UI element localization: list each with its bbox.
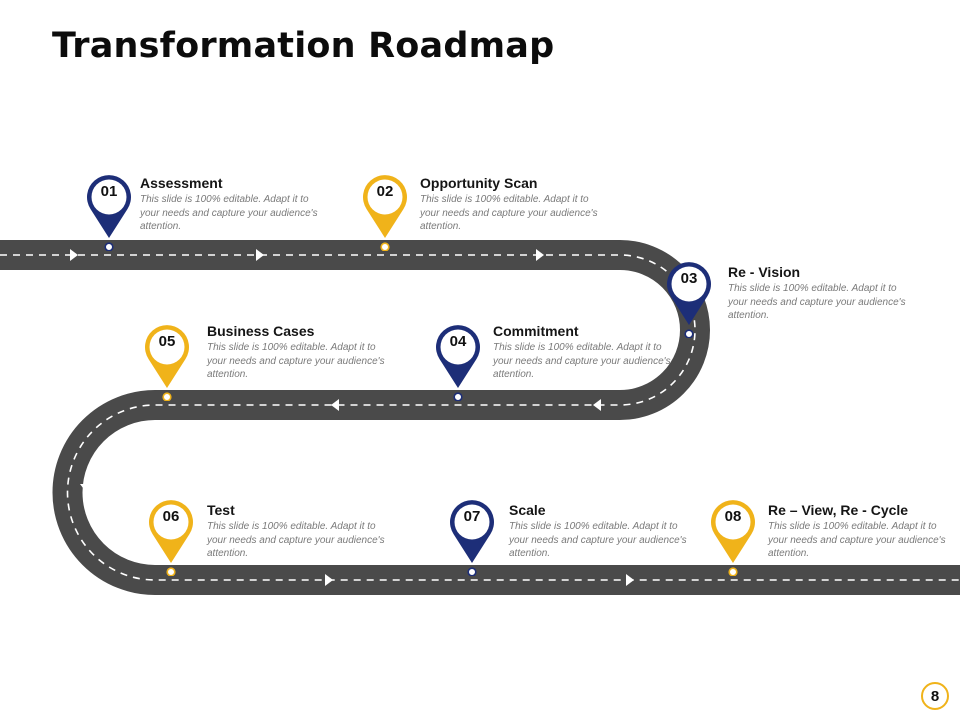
arrow-right-icon [626,574,634,586]
step-description: This slide is 100% editable. Adapt it to… [140,194,318,232]
step-text-06: Test This slide is 100% editable. Adapt … [207,502,392,561]
step-title: Re - Vision [728,264,801,280]
step-title: Test [207,502,235,518]
step-marker-05: 05 [144,321,190,402]
step-title: Business Cases [207,323,315,339]
direction-arrows [70,249,634,586]
step-marker-03: 03 [666,258,712,339]
map-pin-icon [149,500,193,577]
step-text-03: Re - Vision This slide is 100% editable.… [728,264,913,323]
step-marker-02: 02 [362,171,408,252]
step-marker-07: 07 [449,496,495,577]
step-marker-01: 01 [86,171,132,252]
step-text-08: Re – View, Re - Cycle This slide is 100%… [768,502,953,561]
step-description: This slide is 100% editable. Adapt it to… [509,521,687,559]
map-pin-icon [436,325,480,402]
step-title: Commitment [493,323,579,339]
step-number: 06 [162,508,180,525]
road-lane-markings [0,254,960,581]
map-pin-icon [711,500,755,577]
step-text-02: Opportunity Scan This slide is 100% edit… [420,175,605,234]
step-number: 02 [376,183,394,200]
step-text-04: Commitment This slide is 100% editable. … [493,323,678,382]
arrow-right-icon [256,249,264,261]
step-number: 05 [158,333,176,350]
step-text-05: Business Cases This slide is 100% editab… [207,323,392,382]
step-number: 01 [100,183,118,200]
step-description: This slide is 100% editable. Adapt it to… [493,342,671,380]
step-number: 08 [724,508,742,525]
arrow-right-icon [70,249,78,261]
step-text-01: Assessment This slide is 100% editable. … [140,175,325,234]
arrow-right-icon [325,574,333,586]
map-pin-icon [145,325,189,402]
map-pin-icon [450,500,494,577]
step-marker-06: 06 [148,496,194,577]
step-number: 04 [449,333,467,350]
step-marker-08: 08 [710,496,756,577]
page-title: Transformation Roadmap [52,26,555,66]
step-description: This slide is 100% editable. Adapt it to… [207,342,385,380]
page-number-badge: 8 [921,682,949,710]
step-title: Assessment [140,175,223,191]
step-description: This slide is 100% editable. Adapt it to… [768,521,946,559]
step-description: This slide is 100% editable. Adapt it to… [207,521,385,559]
map-pin-icon [363,175,407,252]
step-description: This slide is 100% editable. Adapt it to… [728,283,906,321]
arrow-left-icon [331,399,339,411]
map-pin-icon [667,262,711,339]
arrow-left-icon [593,399,601,411]
step-title: Re – View, Re - Cycle [768,502,909,518]
step-number: 03 [680,270,698,287]
step-number: 07 [463,508,481,525]
step-title: Opportunity Scan [420,175,538,191]
arrow-right-icon [536,249,544,261]
step-text-07: Scale This slide is 100% editable. Adapt… [509,502,694,561]
arrow-down-icon [80,484,92,492]
step-description: This slide is 100% editable. Adapt it to… [420,194,598,232]
step-marker-04: 04 [435,321,481,402]
step-title: Scale [509,502,546,518]
map-pin-icon [87,175,131,252]
